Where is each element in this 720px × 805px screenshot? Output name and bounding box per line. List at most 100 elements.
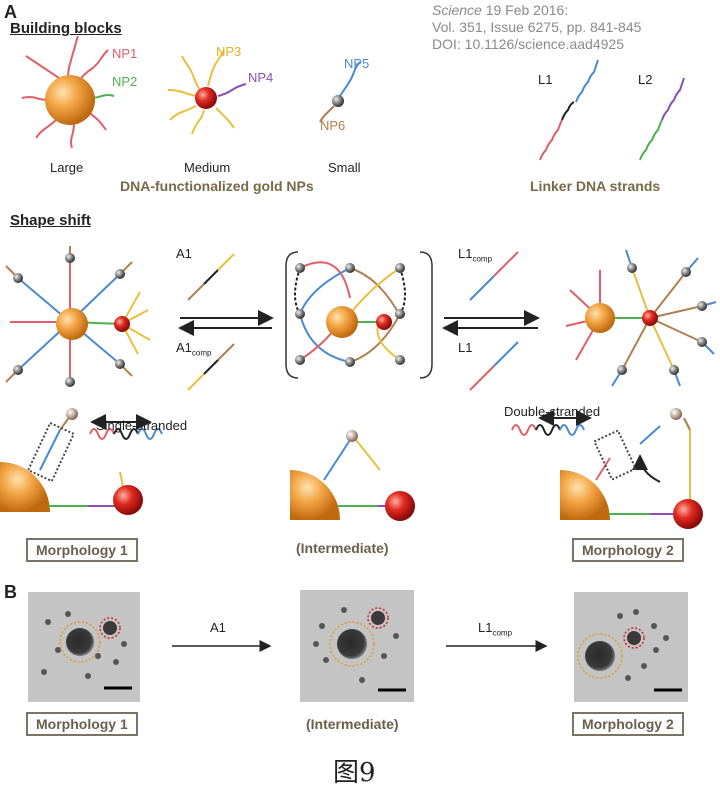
int-small-np <box>345 263 355 273</box>
tem-image-3 <box>574 592 688 702</box>
m2-medium-np <box>642 310 658 326</box>
citation-date: 19 Feb 2016: <box>485 2 569 18</box>
panel-b-arrow2-label: L1comp <box>478 620 512 638</box>
left-bracket <box>285 251 299 379</box>
l2-label: L2 <box>638 72 653 87</box>
m1-medium-np <box>114 316 130 332</box>
linker-l2 <box>639 77 685 161</box>
small-gray-np <box>332 95 344 107</box>
single-stranded-label: Single-stranded <box>96 418 188 433</box>
intermediate-label-b: (Intermediate) <box>306 716 399 732</box>
np1-label: NP1 <box>112 46 138 61</box>
citation-journal: Science <box>432 2 482 18</box>
a1-strand <box>187 253 235 301</box>
a1comp-base: A1 <box>176 340 192 355</box>
closeup1-large-np <box>0 462 50 512</box>
caption-nps: DNA-functionalized gold NPs <box>120 178 314 194</box>
a1comp-sub: comp <box>191 348 212 358</box>
closeup3-strands <box>511 410 691 515</box>
int-small-np <box>295 309 305 319</box>
m1-small-np <box>13 273 23 283</box>
closeup2-medium-np <box>385 491 415 521</box>
tem-image-2 <box>300 590 414 702</box>
int-small-np <box>395 355 405 365</box>
m1-small-np <box>13 365 23 375</box>
morphology1-box-a: Morphology 1 <box>26 538 138 562</box>
morphology2-box-a: Morphology 2 <box>572 538 684 562</box>
a1comp-label: A1comp <box>176 340 211 358</box>
m2-small-np <box>669 365 679 375</box>
closeup2-large-np <box>290 470 340 520</box>
int-small-np <box>395 309 405 319</box>
morphology1-box-b: Morphology 1 <box>26 712 138 736</box>
m2-small-np <box>627 263 637 273</box>
m2-small-np <box>617 365 627 375</box>
figure-caption: 图9 <box>333 758 376 788</box>
l1-arrow-label: L1 <box>458 340 473 355</box>
citation-doi: DOI: 10.1126/science.aad4925 <box>432 36 624 52</box>
a1-label: A1 <box>176 246 192 261</box>
l1comp-label: L1comp <box>458 246 492 264</box>
small-np-strands <box>319 61 361 123</box>
np5-label: NP5 <box>344 56 370 71</box>
int-medium-np <box>376 314 392 330</box>
l1comp-sub: comp <box>472 254 493 264</box>
tem-image-1 <box>28 592 140 702</box>
medium-red-np <box>195 87 217 109</box>
l1-label: L1 <box>538 72 553 87</box>
m2-small-np <box>697 301 707 311</box>
large-label: Large <box>50 160 84 175</box>
closeup3-large-np <box>560 470 610 520</box>
int-small-np <box>295 355 305 365</box>
caption-linkers: Linker DNA strands <box>530 178 661 194</box>
shape-shift-illustration <box>0 246 717 529</box>
closeup3-small-np <box>670 408 682 420</box>
shape-shift-title: Shape shift <box>10 212 91 229</box>
building-blocks-title: Building blocks <box>10 20 122 37</box>
closeup2-small-np <box>346 430 358 442</box>
m2-small-np <box>681 267 691 277</box>
m1-small-np <box>115 359 125 369</box>
np4-label: NP4 <box>248 70 274 85</box>
building-blocks-illustration <box>21 35 685 161</box>
m2-large-np <box>585 303 615 333</box>
citation: Science 19 Feb 2016: Vol. 351, Issue 627… <box>432 2 641 53</box>
panel-a-letter: A <box>4 2 17 22</box>
panel-b-letter: B <box>4 582 17 602</box>
panel-b-arrow-1 <box>172 640 272 652</box>
m1-small-np <box>65 377 75 387</box>
morphology2-box-b: Morphology 2 <box>572 712 684 736</box>
panel-b-arrow2-sub: comp <box>492 628 513 638</box>
int-small-np <box>345 357 355 367</box>
int-large-np <box>326 306 358 338</box>
small-label: Small <box>328 160 361 175</box>
np3-label: NP3 <box>216 44 242 59</box>
medium-np-strands <box>167 49 247 135</box>
l1comp-strand <box>469 251 519 301</box>
large-gold-np <box>45 75 95 125</box>
large-np-strands <box>21 35 115 149</box>
closeup1-small-np <box>66 408 78 420</box>
linker-l1 <box>539 59 599 161</box>
double-stranded-label: Double-stranded <box>504 404 601 419</box>
np2-label: NP2 <box>112 74 138 89</box>
panel-b-arrow-2 <box>446 640 548 652</box>
morphology2-assembly <box>565 249 717 387</box>
m1-large-np <box>56 308 88 340</box>
citation-volume: Vol. 351, Issue 6275, pp. 841-845 <box>432 19 642 35</box>
intermediate-label-a: (Intermediate) <box>296 540 389 556</box>
m1-small-np <box>65 253 75 263</box>
np6-label: NP6 <box>320 118 346 133</box>
m2-small-np <box>697 337 707 347</box>
int-small-np <box>295 263 305 273</box>
medium-label: Medium <box>184 160 231 175</box>
int-small-np <box>395 263 405 273</box>
l1-strand <box>469 341 519 391</box>
closeup3-medium-np <box>673 499 703 529</box>
l1comp-base: L1 <box>458 246 473 261</box>
panel-b-arrow1-label: A1 <box>210 620 226 635</box>
a1comp-strand <box>187 343 235 391</box>
panel-b-arrow2-base: L1 <box>478 620 493 635</box>
closeup1-medium-np <box>113 485 143 515</box>
m1-small-np <box>115 269 125 279</box>
